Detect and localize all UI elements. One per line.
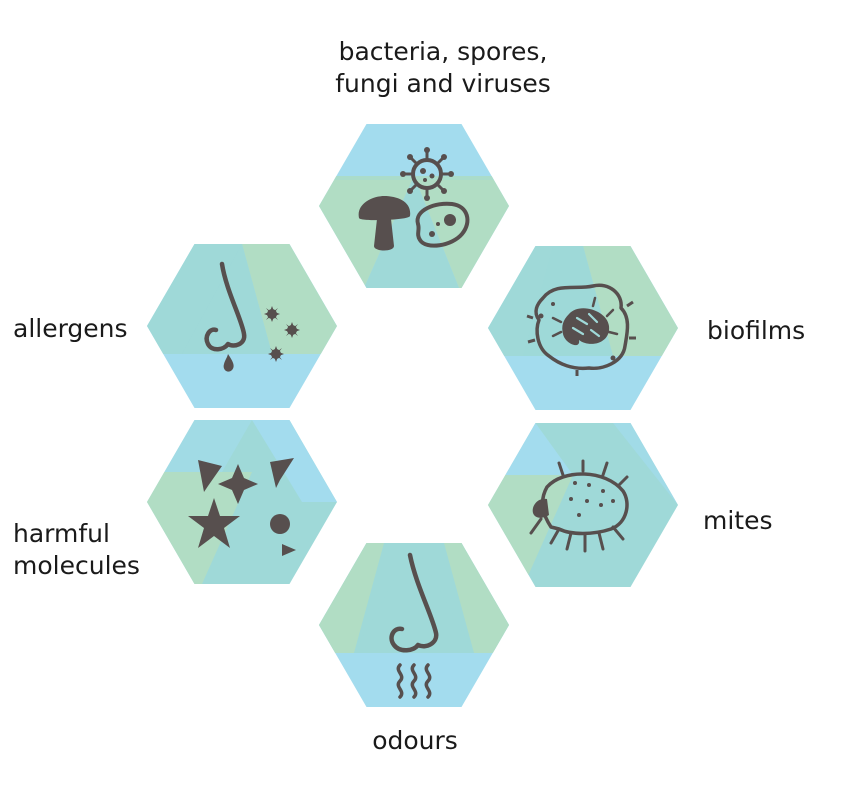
label-allergens-line-1: allergens	[13, 314, 128, 343]
hexagon-allergens	[147, 244, 337, 408]
nose-odour-icon	[389, 552, 439, 699]
label-microbes-line-2: fungi and viruses	[335, 69, 551, 98]
label-mites-line-1: mites	[703, 506, 773, 535]
shapes-molecules-icon	[188, 458, 296, 556]
label-odours: odours	[340, 725, 490, 757]
hexagon-mites	[488, 423, 678, 587]
label-biofilms-line-1: biofilms	[707, 316, 806, 345]
label-biofilms: biofilms	[707, 315, 805, 347]
label-mites: mites	[703, 505, 773, 537]
label-odours-line-1: odours	[372, 726, 458, 755]
biofilm-icon	[526, 283, 636, 376]
nose-allergen-icon	[204, 261, 300, 372]
virus-mushroom-cell-icon	[358, 147, 470, 251]
hexagon-biofilms	[488, 246, 678, 410]
label-molecules-line-1: harmful	[13, 519, 110, 548]
mite-icon	[529, 459, 629, 553]
label-microbes-line-1: bacteria, spores,	[338, 37, 548, 66]
hexagon-odours	[319, 543, 509, 707]
hexagon-microbes	[319, 124, 509, 288]
label-allergens: allergens	[13, 313, 128, 345]
label-molecules: harmful molecules	[13, 518, 140, 582]
label-molecules-line-2: molecules	[13, 551, 140, 580]
label-microbes: bacteria, spores, fungi and viruses	[303, 36, 583, 100]
hexagon-molecules	[147, 420, 337, 584]
